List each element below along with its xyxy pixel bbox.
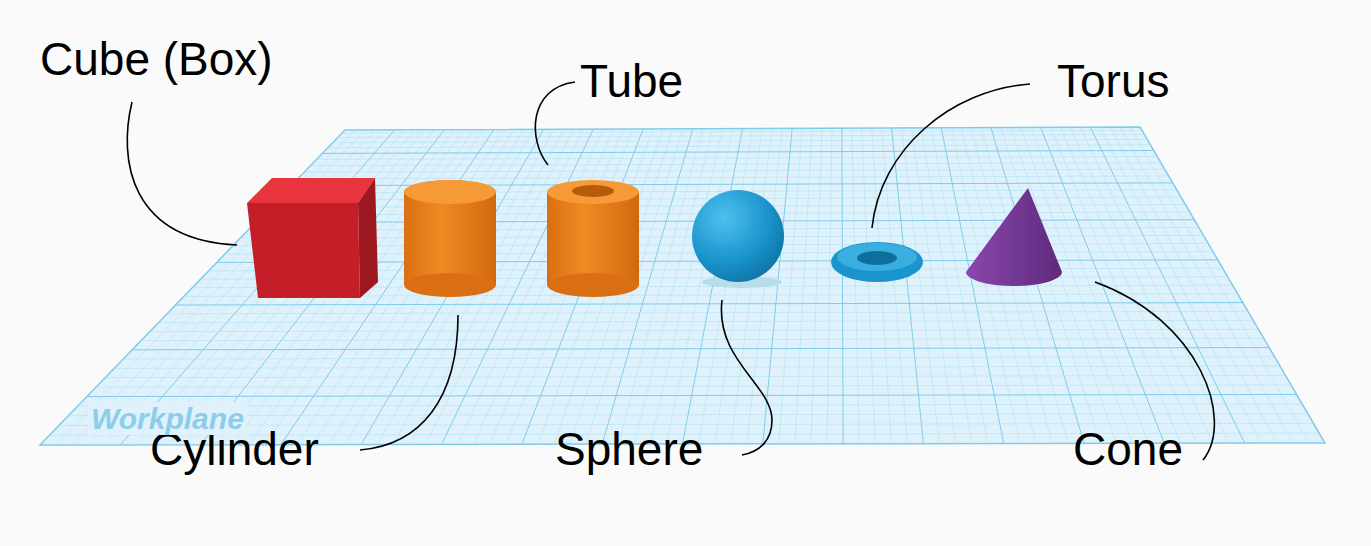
grid-line: [150, 329, 1259, 331]
watermark: Workplane: [88, 402, 247, 435]
grid-line: [68, 414, 1308, 416]
grid-line: [342, 130, 1142, 133]
grid-line: [522, 129, 643, 444]
workplane: [40, 127, 1325, 445]
shape-label: Cone: [1073, 424, 1183, 475]
grid-line: [176, 303, 1243, 305]
grid-line: [87, 394, 1297, 396]
grid-line: [136, 130, 404, 445]
workplane-grid: [50, 127, 1320, 445]
grid-line: [96, 385, 1291, 387]
grid-line: [322, 150, 1153, 153]
grid-line: [304, 169, 1165, 172]
shape-label: Tube: [580, 56, 683, 107]
grid-line: [105, 375, 1285, 377]
grid-line: [167, 311, 1248, 313]
grid-line: [317, 156, 1158, 159]
tube-shape: [547, 180, 639, 297]
grid-line: [538, 129, 653, 444]
cone-shape: [966, 188, 1062, 286]
grid-line: [310, 163, 1160, 166]
shape-label: Sphere: [555, 424, 703, 475]
torus-shape: [831, 242, 923, 282]
cube-shape: [247, 178, 378, 298]
grid-line: [123, 357, 1274, 359]
grid-line: [120, 130, 394, 445]
grid-line: [338, 134, 1145, 137]
grid-line: [141, 338, 1264, 340]
shape-label: Torus: [1057, 56, 1169, 107]
leader-lines: [127, 82, 1214, 460]
sphere-shape: [692, 190, 784, 282]
grid-line: [328, 145, 1151, 148]
shape-label: Cube (Box): [40, 34, 273, 85]
grid-line: [298, 176, 1169, 179]
grid-line: [132, 348, 1269, 350]
cylinder-shape: [404, 180, 496, 297]
grid-line: [158, 320, 1253, 322]
grid-line: [78, 404, 1303, 406]
grid-line: [333, 139, 1147, 142]
grid-line: [114, 366, 1280, 368]
